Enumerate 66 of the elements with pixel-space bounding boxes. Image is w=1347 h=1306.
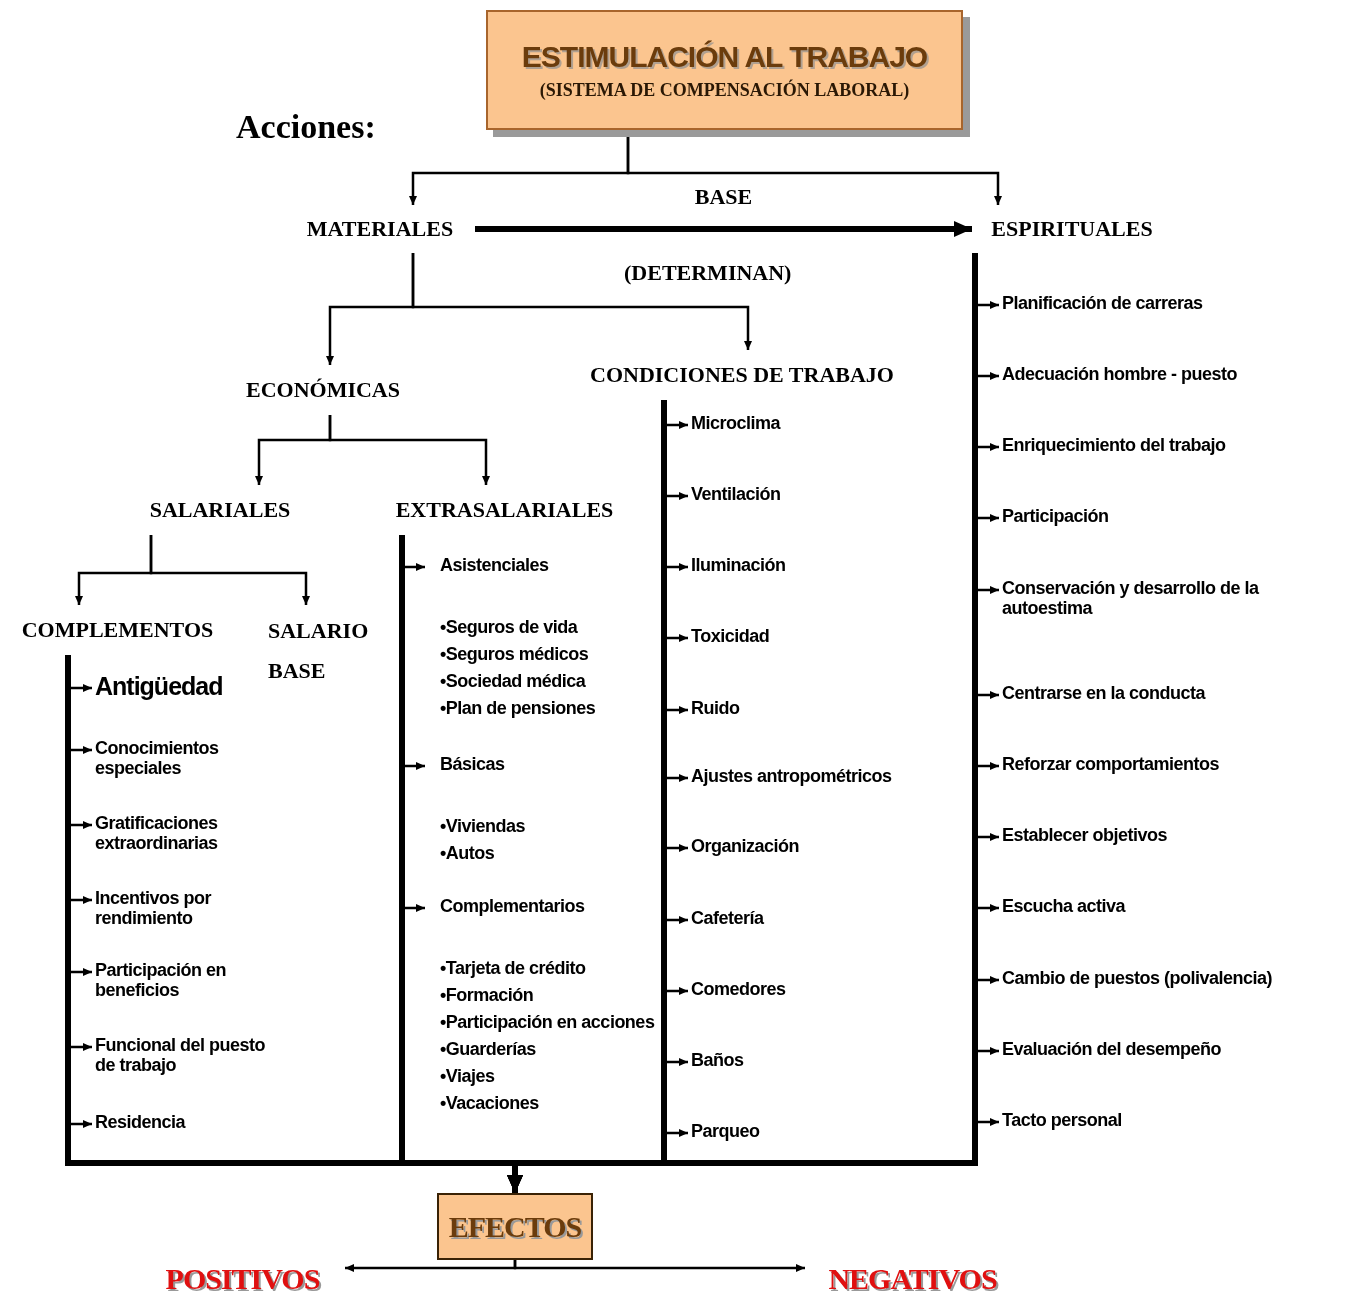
list-item-text: Parqueo: [691, 1122, 760, 1142]
bullet-item: •Viajes: [440, 1065, 495, 1088]
connector-arrow: [149, 535, 310, 605]
effects-heading: EFECTOS: [448, 1209, 582, 1244]
bullet-item: •Sociedad médica: [440, 670, 586, 693]
section-heading: Acciones:: [236, 108, 376, 146]
connector-arrow: [411, 253, 752, 350]
title-text: ESTIMULACIÓN AL TRABAJO: [521, 39, 928, 74]
category-heading: CONDICIONES DE TRABAJO: [590, 362, 894, 388]
list-item-text: Asistenciales: [440, 556, 549, 576]
subtitle-text: (SISTEMA DE COMPENSACIÓN LABORAL): [539, 79, 910, 101]
list-item-text: Iluminación: [691, 556, 786, 576]
annotation-text: (DETERMINAN): [624, 260, 792, 286]
bullet-item: •Viviendas: [440, 815, 526, 838]
list-item-text: Establecer objetivos: [1002, 826, 1168, 846]
list-item-text: Enriquecimiento del trabajo: [1002, 436, 1226, 456]
connector-arrow: [475, 221, 972, 237]
category-heading: ECONÓMICAS: [246, 377, 400, 403]
list-item-text: Gratificaciones extraordinarias: [95, 814, 219, 854]
list-item-text: Básicas: [440, 755, 505, 775]
list-item-text: Centrarse en la conducta: [1002, 684, 1206, 704]
bullet-item: •Vacaciones: [440, 1092, 539, 1115]
bullet-item: •Seguros médicos: [440, 643, 589, 666]
bullet-item: •Autos: [440, 842, 495, 865]
list-item-text: Ruido: [691, 699, 740, 719]
list-item-text: Toxicidad: [691, 627, 770, 647]
list-item-text: Planificación de carreras: [1002, 294, 1203, 314]
category-heading: MATERIALES: [306, 216, 454, 242]
category-heading: COMPLEMENTOS: [21, 617, 214, 643]
list-item-text: Comedores: [691, 980, 786, 1000]
list-item-text: Incentivos por rendimiento: [95, 889, 213, 929]
list-item-text: Adecuación hombre - puesto: [1002, 365, 1238, 385]
list-item-text: Participación en beneficios: [95, 961, 228, 1001]
category-heading: ESPIRITUALES: [991, 216, 1153, 242]
bullet-item: •Participación en acciones: [440, 1011, 655, 1034]
bullet-item: •Guarderías: [440, 1038, 536, 1061]
list-item-text: Escucha activa: [1002, 897, 1126, 917]
connector-arrow: [328, 415, 490, 485]
list-item-text: Cambio de puestos (polivalencia): [1002, 969, 1273, 989]
category-heading: SALARIO BASE: [268, 617, 370, 685]
category-heading: SALARIALES: [149, 497, 291, 523]
list-item-text: Participación: [1002, 507, 1109, 527]
connector-arrow: [513, 1260, 805, 1272]
bullet-item: •Plan de pensiones: [440, 697, 596, 720]
list-item-text: Organización: [691, 837, 800, 857]
bullet-item: •Seguros de vida: [440, 616, 578, 639]
outcome-label: NEGATIVOS: [828, 1262, 997, 1296]
outcome-label: POSITIVOS: [165, 1262, 320, 1296]
list-item-text: Residencia: [95, 1113, 186, 1133]
list-item-text: Antigüedad: [95, 673, 223, 701]
list-item-text: Ajustes antropométricos: [691, 767, 892, 787]
list-item-text: Conocimientos especiales: [95, 739, 220, 779]
list-item-text: Baños: [691, 1051, 744, 1071]
list-item-text: Cafetería: [691, 909, 764, 929]
list-item-text: Conservación y desarrollo de la autoestima: [1002, 579, 1260, 619]
bullet-item: •Tarjeta de crédito: [440, 957, 586, 980]
list-item-text: Complementarios: [440, 897, 585, 917]
list-item-text: Tacto personal: [1002, 1111, 1122, 1131]
list-item-text: Reforzar comportamientos: [1002, 755, 1220, 775]
list-item-text: Ventilación: [691, 485, 781, 505]
bullet-item: •Formación: [440, 984, 534, 1007]
list-item-text: Evaluación del desempeño: [1002, 1040, 1222, 1060]
list-item-text: Funcional del puesto de trabajo: [95, 1036, 266, 1076]
list-item-text: Microclima: [691, 414, 781, 434]
category-heading: EXTRASALARIALES: [395, 497, 614, 523]
effects-box: [437, 1193, 593, 1260]
